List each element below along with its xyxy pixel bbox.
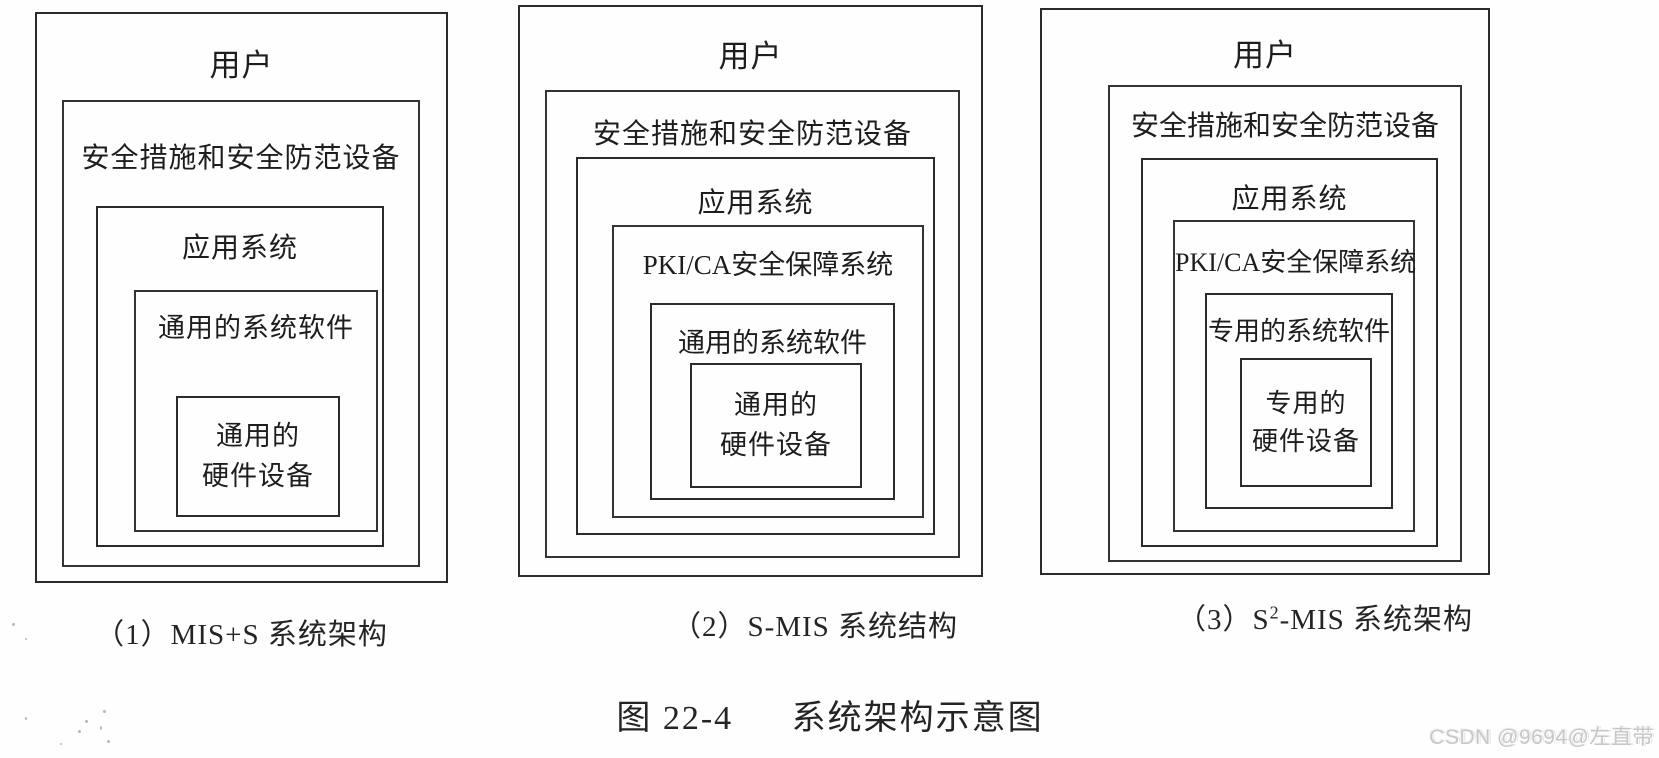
p3-label-pki-ca: PKI/CA安全保障系统 <box>1175 248 1417 277</box>
p1-box-hardware: 通用的 硬件设备 <box>176 396 340 517</box>
p2-caption-text: （2）S-MIS 系统结构 <box>671 611 959 643</box>
p3-label-hardware-line2: 硬件设备 <box>1251 426 1360 456</box>
p1-label-application-system: 应用系统 <box>181 233 298 264</box>
speck <box>25 717 27 720</box>
p2-label-pki-ca: PKI/CA安全保障系统 <box>642 250 894 280</box>
p1-caption: （1）MIS+S 系统架构 <box>35 611 448 653</box>
p2-caption: （2）S-MIS 系统结构 <box>600 603 1030 645</box>
p3-box-application-system: 应用系统 <box>1141 158 1438 547</box>
figure-caption: 图 22-4 系统架构示意图 <box>560 690 1100 739</box>
p2-label-system-software: 通用的系统软件 <box>678 328 867 358</box>
p3-box-user: 用户 <box>1040 8 1490 575</box>
p2-box-application-system: 应用系统 <box>576 157 935 535</box>
speck <box>100 726 102 730</box>
speck <box>25 638 27 640</box>
p3-box-security-layer: 安全措施和安全防范设备 <box>1108 85 1462 562</box>
p3-caption-sup: 2 <box>1269 602 1280 623</box>
p3-label-system-software: 专用的系统软件 <box>1207 317 1390 346</box>
speck <box>12 623 15 626</box>
p3-caption-tail: -MIS 系统架构 <box>1279 604 1474 636</box>
p2-box-hardware: 通用的 硬件设备 <box>690 363 862 488</box>
p2-label-hardware-line1: 通用的 <box>734 390 818 421</box>
speck <box>107 740 110 743</box>
p2-box-security-layer: 安全措施和安全防范设备 <box>545 90 960 558</box>
p1-label-hardware-line2: 硬件设备 <box>202 460 314 491</box>
p2-box-pki-ca: PKI/CA安全保障系统 <box>612 225 924 518</box>
figure-caption-title: 系统架构示意图 <box>791 700 1044 737</box>
p1-caption-text: （1）MIS+S 系统架构 <box>95 619 388 651</box>
p2-label-user: 用户 <box>718 39 783 74</box>
p3-box-hardware: 专用的 硬件设备 <box>1240 358 1372 487</box>
speck <box>60 743 62 745</box>
p1-label-hardware-line1: 通用的 <box>216 421 300 452</box>
p3-box-system-software: 专用的系统软件 <box>1205 293 1393 509</box>
p1-box-security-layer: 安全措施和安全防范设备 <box>62 100 420 567</box>
p3-label-application-system: 应用系统 <box>1231 184 1348 215</box>
p2-box-user: 用户 <box>518 5 983 577</box>
p1-label-user: 用户 <box>209 48 274 83</box>
p1-label-security-layer: 安全措施和安全防范设备 <box>81 143 401 174</box>
csdn-watermark: CSDN @9694@左直带 <box>1429 726 1654 749</box>
speck <box>103 710 106 713</box>
p3-label-hardware-line1: 专用的 <box>1265 388 1347 418</box>
speck <box>78 730 81 733</box>
p2-label-application-system: 应用系统 <box>697 188 814 219</box>
figure-caption-number: 图 22-4 <box>616 700 734 737</box>
p3-caption: （3）S2-MIS 系统架构 <box>1110 596 1540 638</box>
p1-label-system-software: 通用的系统软件 <box>158 313 354 343</box>
speck <box>85 720 88 723</box>
p1-box-system-software: 通用的系统软件 <box>134 290 378 532</box>
p3-box-pki-ca: PKI/CA安全保障系统 <box>1173 220 1417 532</box>
p2-label-hardware-line2: 硬件设备 <box>720 429 832 460</box>
p2-box-system-software: 通用的系统软件 <box>650 303 895 500</box>
p3-label-security-layer: 安全措施和安全防范设备 <box>1130 111 1439 142</box>
p2-label-security-layer: 安全措施和安全防范设备 <box>592 119 912 150</box>
p1-box-application-system: 应用系统 <box>96 206 384 547</box>
p1-box-user: 用户 <box>35 12 448 583</box>
p3-caption-text: （3）S <box>1176 604 1270 636</box>
p3-label-user: 用户 <box>1233 38 1297 73</box>
